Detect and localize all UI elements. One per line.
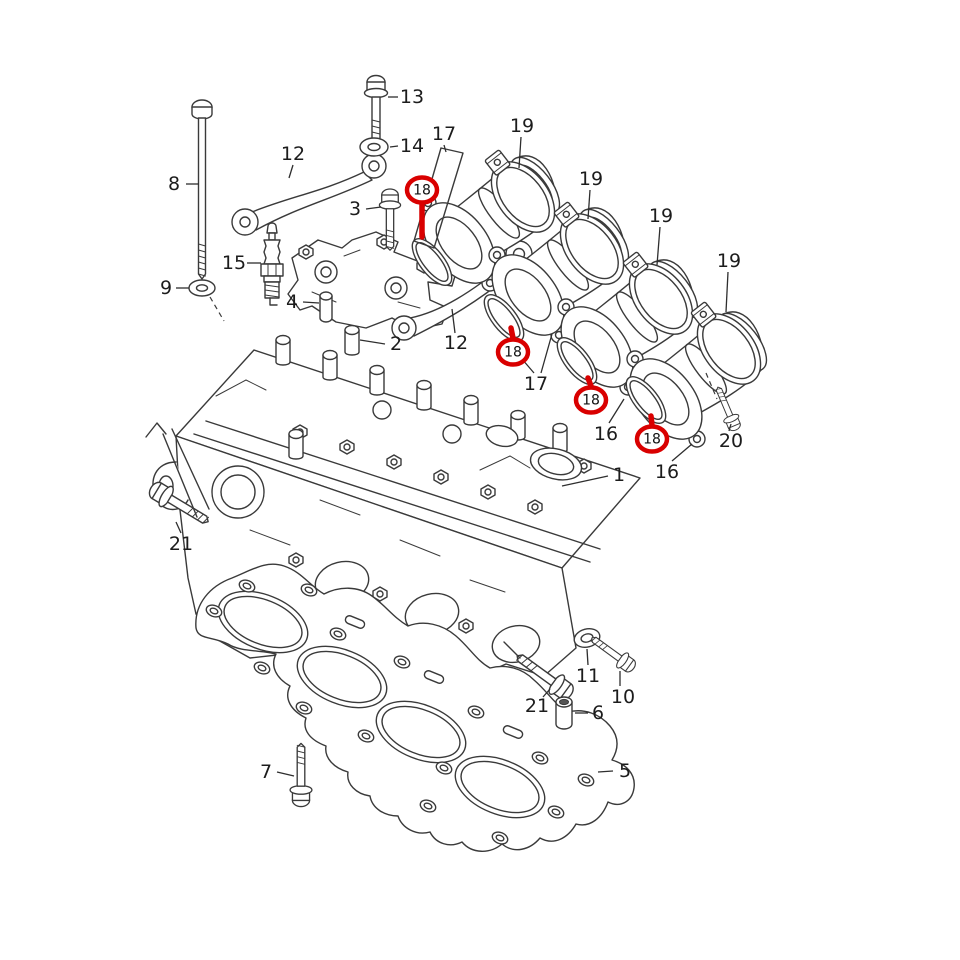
part-label-7-6: 7	[260, 761, 272, 783]
leader-line-19	[518, 136, 522, 169]
spark-plug-art	[260, 222, 284, 306]
part-label-19-23: 19	[717, 250, 741, 272]
part-label-20-24: 20	[719, 430, 743, 452]
leader-line-16	[671, 443, 693, 462]
leader-line-1	[561, 475, 609, 487]
part-label-19-22: 19	[649, 205, 673, 227]
part-number-labels: 1234567891011121213141516161717191919192…	[160, 86, 743, 783]
leader-line-19	[587, 189, 591, 220]
leader-line-11	[586, 648, 589, 666]
part-label-19-21: 19	[579, 168, 603, 190]
strap-top-art	[231, 153, 387, 236]
part-label-21-26: 21	[525, 695, 549, 717]
part-label-16-17: 16	[655, 461, 679, 483]
part-label-16-16: 16	[594, 423, 618, 445]
leader-line-17	[443, 144, 447, 153]
part-label-19-20: 19	[510, 115, 534, 137]
leader-line-17	[540, 333, 553, 374]
part-label-15-15: 15	[222, 252, 246, 274]
highlight-pointer-3	[648, 413, 655, 428]
part-label-2-1: 2	[390, 333, 402, 355]
part-label-12-12: 12	[444, 332, 468, 354]
leader-line-21	[175, 521, 182, 534]
leader-lines	[175, 96, 732, 777]
highlight-ring-0	[404, 175, 440, 205]
leader-line-12	[288, 164, 294, 179]
part-label-14-14: 14	[400, 135, 424, 157]
leader-line-14	[389, 145, 399, 148]
highlight-ring-1	[495, 337, 531, 367]
highlighted-part-label-18-0: 18	[413, 183, 431, 199]
leader-line-7	[276, 771, 295, 777]
highlight-ring-3	[634, 424, 670, 454]
leader-line-21	[542, 688, 551, 698]
part-label-21-25: 21	[169, 533, 193, 555]
leader-line-2	[359, 339, 386, 345]
fasteners-art	[144, 74, 744, 808]
highlighted-part-label-18-3: 18	[643, 432, 661, 448]
part-label-3-2: 3	[349, 198, 361, 220]
part-label-1-0: 1	[613, 464, 625, 486]
leader-line-3	[365, 206, 382, 210]
part-label-17-19: 17	[524, 373, 548, 395]
leader-line-12	[451, 308, 456, 334]
leader-line-4	[302, 301, 320, 304]
highlight-pointer-1	[508, 325, 516, 341]
part-label-13-13: 13	[400, 86, 424, 108]
part-label-10-9: 10	[611, 686, 635, 708]
part-label-6-5: 6	[592, 702, 604, 724]
part-label-12-11: 12	[281, 143, 305, 165]
part-label-11-10: 11	[576, 665, 600, 687]
leader-line-19	[656, 226, 661, 266]
part-label-9-8: 9	[160, 277, 172, 299]
cylinder-head-art	[152, 324, 641, 679]
part-label-17-18: 17	[432, 123, 456, 145]
leader-line-19	[725, 271, 729, 313]
highlighted-part-label-18-2: 18	[582, 393, 600, 409]
leader-line-20	[728, 423, 732, 432]
part-label-4-3: 4	[286, 291, 298, 313]
highlighted-part-label-18-1: 18	[504, 345, 522, 361]
part-label-5-4: 5	[619, 760, 631, 782]
highlight-pointer-2	[585, 375, 594, 389]
head-gasket-art	[195, 563, 635, 852]
highlight-ring-2	[573, 385, 609, 415]
highlighted-labels: 18 18 18 18	[404, 175, 670, 454]
leader-line-16	[608, 398, 625, 424]
leader-line-5	[597, 770, 614, 773]
part-label-8-7: 8	[168, 173, 180, 195]
